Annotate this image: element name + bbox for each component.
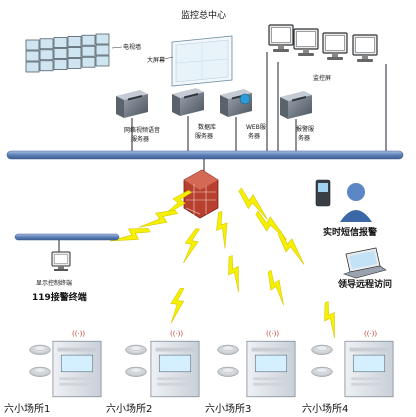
tv-wall-panel: [25, 39, 40, 51]
monitor-screen-icon: [268, 24, 294, 53]
tv-wall-panel: [39, 60, 54, 72]
smoke-detector-icon: [217, 344, 239, 355]
antenna-icon: ((·)): [364, 330, 377, 338]
tv-wall-panel: [81, 56, 96, 68]
sites: ((·)) 六小场所1 ((·)) 六小场所2 ((·)) 六小场所3 ((·)) 六小场所4: [4, 330, 394, 415]
tv-wall-panel: [53, 48, 68, 59]
sms-alarm-label: 实时短信报警: [323, 226, 377, 238]
monitor-screen-icon: [293, 28, 319, 57]
lightning-icon: [271, 229, 313, 267]
tv-wall-panel: [25, 61, 40, 73]
tv-wall-leader: [111, 46, 123, 49]
wireless-links: [108, 185, 345, 340]
tv-wall: [25, 33, 110, 73]
server-web-label-1: WEB服: [246, 124, 266, 131]
tv-wall-panel: [67, 58, 82, 69]
tv-wall-panel: [95, 55, 110, 67]
server-icon: [280, 91, 312, 119]
lightning-icon: [221, 254, 249, 294]
big-screen-leader: [159, 56, 174, 61]
monitor-screen-label: 监控屏: [313, 74, 331, 82]
tv-wall-panel: [53, 59, 68, 70]
server-icon: [172, 88, 204, 116]
server-group: [116, 88, 312, 152]
site-4: ((·)) 六小场所4: [302, 330, 394, 415]
tv-wall-panel: [67, 47, 82, 58]
smoke-detector-icon: [29, 344, 51, 355]
remote-access-label: 领导远程访问: [338, 278, 392, 290]
tv-wall-panel: [95, 44, 110, 56]
smoke-detector-icon: [311, 366, 333, 377]
server-web-label-2: 务器: [248, 132, 260, 140]
laptop-icon: [343, 247, 387, 279]
control-cabinet-icon: [344, 340, 394, 398]
smoke-detector-icon: [125, 366, 147, 377]
site-label: 六小场所3: [205, 402, 251, 415]
lightning-icon: [250, 209, 294, 243]
tv-wall-panel: [25, 50, 40, 62]
tv-wall-label: 电视墙: [123, 43, 141, 51]
monitor-screens: [268, 24, 378, 63]
lightning-icon: [233, 186, 275, 222]
lightning-icon: [261, 269, 293, 307]
lightning-icon: [210, 210, 236, 250]
page-title: 监控总中心: [181, 9, 226, 21]
monitor-feeders: [266, 52, 387, 152]
smoke-detector-icon: [29, 366, 51, 377]
lightning-icon: [317, 300, 345, 340]
server-alarm-label-2: 务器: [298, 134, 310, 142]
antenna-icon: ((·)): [72, 330, 85, 338]
site-label: 六小场所4: [302, 402, 348, 415]
site-2: ((·)) 六小场所2: [106, 330, 200, 415]
tv-wall-panel: [81, 34, 96, 46]
antenna-icon: ((·)): [170, 330, 183, 338]
server-video-label-2: 服务器: [131, 135, 149, 143]
globe-icon: [239, 93, 251, 105]
site-label: 六小场所1: [4, 402, 50, 415]
tv-wall-panel: [39, 49, 54, 61]
firewall-icon: [183, 169, 219, 219]
server-db-label-2: 服务器: [195, 132, 213, 140]
display-terminal-icon: [51, 251, 71, 271]
lightning-icon: [168, 287, 186, 325]
monitor-screen-icon: [352, 34, 378, 63]
server-icon: [116, 90, 148, 118]
tv-wall-panel: [39, 38, 54, 50]
smoke-detector-icon: [217, 366, 239, 377]
site-1: ((·)) 六小场所1: [4, 330, 102, 415]
tv-wall-panel: [95, 33, 110, 45]
alarm-terminal-label: 119接警终端: [32, 291, 87, 303]
site-3: ((·)) 六小场所3: [205, 330, 296, 415]
network-bus: [6, 150, 404, 160]
smoke-detector-icon: [311, 344, 333, 355]
site-label: 六小场所2: [106, 402, 152, 415]
tv-wall-panel: [67, 36, 82, 47]
left-subnet: [14, 233, 120, 252]
big-screen-label: 大屏幕: [147, 56, 165, 64]
smoke-detector-icon: [125, 344, 147, 355]
sms-alarm-icon: [315, 179, 372, 222]
big-screen: [171, 35, 233, 87]
lightning-icon: [181, 226, 201, 266]
display-terminal-label: 显示控制终端: [36, 279, 72, 287]
control-cabinet-icon: [150, 340, 200, 398]
tv-wall-panel: [53, 37, 68, 48]
control-cabinet-icon: [52, 340, 102, 398]
control-cabinet-icon: [246, 340, 296, 398]
server-db-label-1: 数据库: [198, 123, 216, 131]
monitor-screen-icon: [322, 32, 348, 61]
server-video-label-1: 网络视频语音: [124, 126, 160, 134]
server-alarm-label-1: 报警服: [296, 125, 314, 133]
antenna-icon: ((·)): [266, 330, 279, 338]
tv-wall-panel: [81, 45, 96, 57]
